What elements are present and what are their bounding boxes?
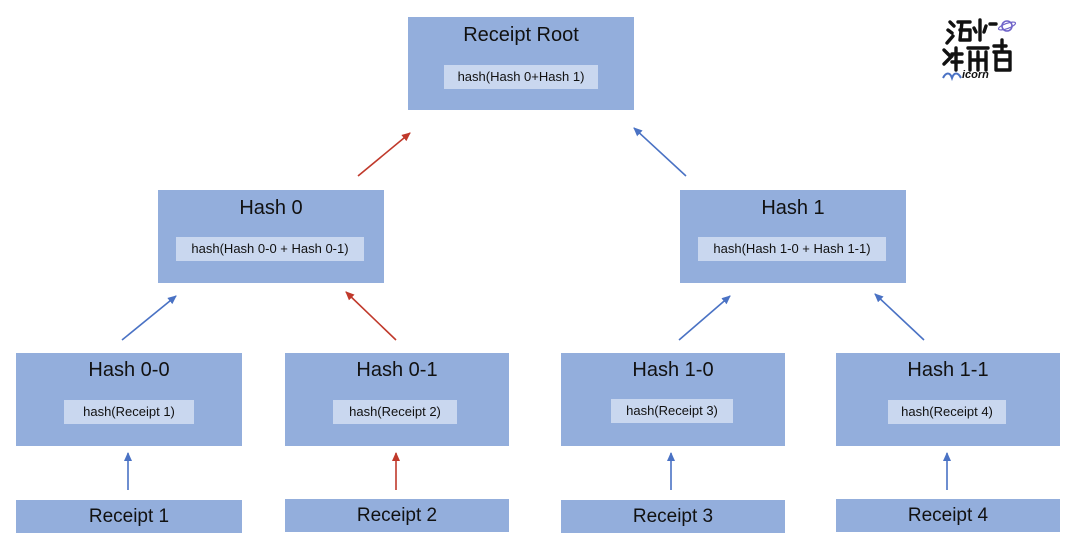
node-formula: hash(Receipt 4)	[888, 400, 1006, 424]
node-receipt-root: Receipt Root hash(Hash 0+Hash 1)	[408, 17, 634, 110]
leaf-receipt-3: Receipt 3	[561, 500, 785, 533]
node-hash-0-0: Hash 0-0 hash(Receipt 1)	[16, 353, 242, 446]
leaf-receipt-4: Receipt 4	[836, 499, 1060, 532]
edge-hash00-to-hash0	[121, 295, 177, 341]
node-title: Receipt Root	[463, 24, 579, 46]
unicorn-logo: icorn	[940, 16, 1018, 82]
node-hash-1-0: Hash 1-0 hash(Receipt 3)	[561, 353, 785, 446]
node-title: Hash 0-0	[88, 359, 170, 381]
leaf-receipt-2: Receipt 2	[285, 499, 509, 532]
node-hash-0: Hash 0 hash(Hash 0-0 + Hash 0-1)	[158, 190, 384, 283]
edge-hash10-to-hash1	[678, 295, 731, 341]
node-title: Hash 1-0	[632, 359, 714, 381]
node-formula: hash(Hash 1-0 + Hash 1-1)	[698, 237, 886, 261]
node-formula: hash(Receipt 1)	[64, 400, 194, 424]
edge-hash0-to-root	[357, 132, 411, 177]
node-hash-1: Hash 1 hash(Hash 1-0 + Hash 1-1)	[680, 190, 906, 283]
node-formula: hash(Hash 0-0 + Hash 0-1)	[176, 237, 364, 261]
unicorn-logo-icon	[942, 18, 1017, 82]
node-formula: hash(Receipt 3)	[611, 399, 733, 423]
leaf-receipt-1: Receipt 1	[16, 500, 242, 533]
node-title: Hash 1-1	[907, 359, 989, 381]
node-hash-1-1: Hash 1-1 hash(Receipt 4)	[836, 353, 1060, 446]
logo-text: icorn	[962, 69, 989, 81]
node-hash-0-1: Hash 0-1 hash(Receipt 2)	[285, 353, 509, 446]
node-formula: hash(Hash 0+Hash 1)	[444, 65, 598, 89]
node-title: Hash 0	[239, 197, 303, 219]
edge-hash1-to-root	[633, 127, 687, 177]
node-formula: hash(Receipt 2)	[333, 400, 457, 424]
edge-hash11-to-hash1	[874, 293, 925, 341]
node-title: Hash 1	[761, 197, 825, 219]
node-title: Hash 0-1	[356, 359, 438, 381]
edge-hash01-to-hash0	[345, 291, 397, 341]
